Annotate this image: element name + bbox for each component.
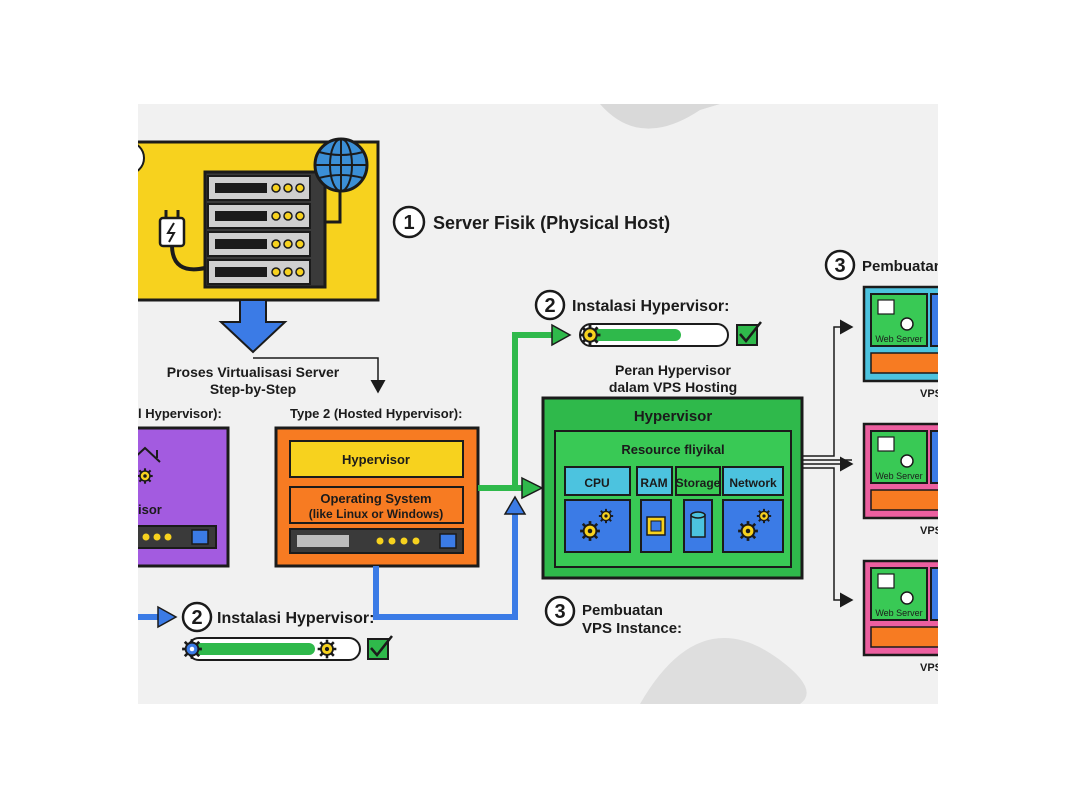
checkmark-icon bbox=[367, 635, 393, 660]
role-title-line1: Peran Hypervisor bbox=[615, 362, 731, 378]
background-swoosh bbox=[600, 104, 720, 129]
vps-instance-2: Web Server VPS bbox=[862, 422, 942, 537]
gear-icon bbox=[138, 467, 154, 485]
vps-creation-title-line1: Pembuatan bbox=[582, 602, 663, 619]
down-arrow bbox=[218, 299, 288, 354]
step-2-badge-top bbox=[534, 289, 566, 321]
type1-box-label: isor bbox=[138, 502, 162, 517]
resource-network: Network bbox=[722, 466, 784, 553]
resource-label: Resource fliyikal bbox=[621, 442, 724, 457]
install-bottom-title: Instalasi Hypervisor: bbox=[217, 610, 374, 627]
vps-instance-3: Web Server VPS bbox=[862, 559, 942, 674]
power-plug-icon bbox=[158, 210, 206, 272]
type1-heading: l Hypervisor): bbox=[138, 406, 222, 421]
background-swoosh bbox=[640, 638, 807, 704]
step-1-number: 1 bbox=[403, 212, 414, 234]
resource-network-label: Network bbox=[729, 476, 777, 490]
vps-2-web-label: Web Server bbox=[875, 471, 922, 481]
globe-icon bbox=[900, 317, 914, 331]
physical-server-card bbox=[138, 137, 380, 302]
vps-1-caption: VPS bbox=[920, 388, 942, 400]
up-connector bbox=[512, 332, 555, 485]
step-2-badge-bottom bbox=[181, 601, 213, 633]
gear-icon bbox=[736, 519, 760, 543]
gear-icon bbox=[578, 519, 602, 543]
role-title-line2: dalam VPS Hosting bbox=[609, 379, 737, 395]
resource-ram: RAM bbox=[636, 466, 673, 553]
step-3-badge-top bbox=[824, 249, 856, 281]
web-server-icon bbox=[877, 573, 895, 589]
type2-hypervisor-label: Hypervisor bbox=[342, 452, 410, 467]
install-bottom-progress bbox=[182, 637, 361, 661]
server-rack-icon bbox=[203, 170, 327, 289]
resource-storage: Storage bbox=[675, 466, 721, 553]
step-3-badge-bottom bbox=[544, 595, 576, 627]
vps-creation-title-line2: VPS Instance: bbox=[582, 620, 682, 637]
process-title-line1: Proses Virtualisasi Server bbox=[167, 364, 340, 380]
type2-card: Hypervisor Operating System (like Linux … bbox=[274, 426, 480, 568]
gear-icon bbox=[597, 507, 615, 525]
database-icon bbox=[690, 511, 706, 538]
bottom-blue-connector bbox=[373, 510, 518, 620]
vps-connectors bbox=[802, 319, 854, 608]
resource-cpu-label: CPU bbox=[584, 476, 609, 490]
vps-1-web-label: Web Server bbox=[875, 334, 922, 344]
gear-icon bbox=[316, 638, 338, 660]
resource-cpu: CPU bbox=[564, 466, 631, 553]
globe-icon bbox=[900, 591, 914, 605]
type2-heading: Type 2 (Hosted Hypervisor): bbox=[290, 406, 462, 421]
hypervisor-title: Hypervisor bbox=[634, 408, 713, 425]
vps-3-caption: VPS bbox=[920, 662, 942, 674]
globe-icon bbox=[313, 137, 369, 224]
server-title: Server Fisik (Physical Host) bbox=[433, 213, 670, 233]
resource-storage-label: Storage bbox=[676, 476, 721, 490]
partial-circle-icon bbox=[138, 144, 145, 172]
resource-ram-label: RAM bbox=[640, 476, 667, 490]
type2-os-line2: (like Linux or Windows) bbox=[309, 507, 444, 521]
type2-os-line1: Operating System bbox=[320, 491, 431, 506]
type1-card: isor bbox=[138, 426, 230, 568]
gear-icon bbox=[182, 639, 202, 659]
step-2-number-top: 2 bbox=[544, 295, 555, 317]
vps-instance-1: Web Server VPS bbox=[862, 285, 942, 400]
web-server-icon bbox=[877, 436, 895, 452]
type2-hypervisor-layer bbox=[289, 440, 464, 478]
gear-icon bbox=[755, 507, 773, 525]
hypervisor-card: Hypervisor Resource fliyikal CPU RAM bbox=[541, 396, 804, 580]
web-server-icon bbox=[877, 299, 895, 315]
globe-icon bbox=[900, 454, 914, 468]
checkmark-icon bbox=[736, 321, 762, 346]
step-3-number-bottom: 3 bbox=[554, 601, 565, 623]
vps-3-web-label: Web Server bbox=[875, 608, 922, 618]
type2-os-layer bbox=[289, 486, 464, 524]
house-icon bbox=[138, 446, 161, 463]
process-connector-arrow bbox=[253, 357, 386, 394]
install-top-title: Instalasi Hypervisor: bbox=[572, 298, 729, 315]
vps-2-caption: VPS bbox=[920, 525, 942, 537]
vps-creation-top-title: Pembuatan bbox=[862, 258, 943, 275]
step-2-number-bottom: 2 bbox=[191, 607, 202, 629]
install-top-progress bbox=[578, 323, 729, 347]
gear-icon bbox=[578, 323, 602, 347]
step-1-badge bbox=[392, 205, 426, 239]
step-3-number-top: 3 bbox=[834, 255, 845, 277]
cpu-chip-icon bbox=[646, 516, 666, 536]
process-title-line2: Step-by-Step bbox=[210, 381, 296, 397]
